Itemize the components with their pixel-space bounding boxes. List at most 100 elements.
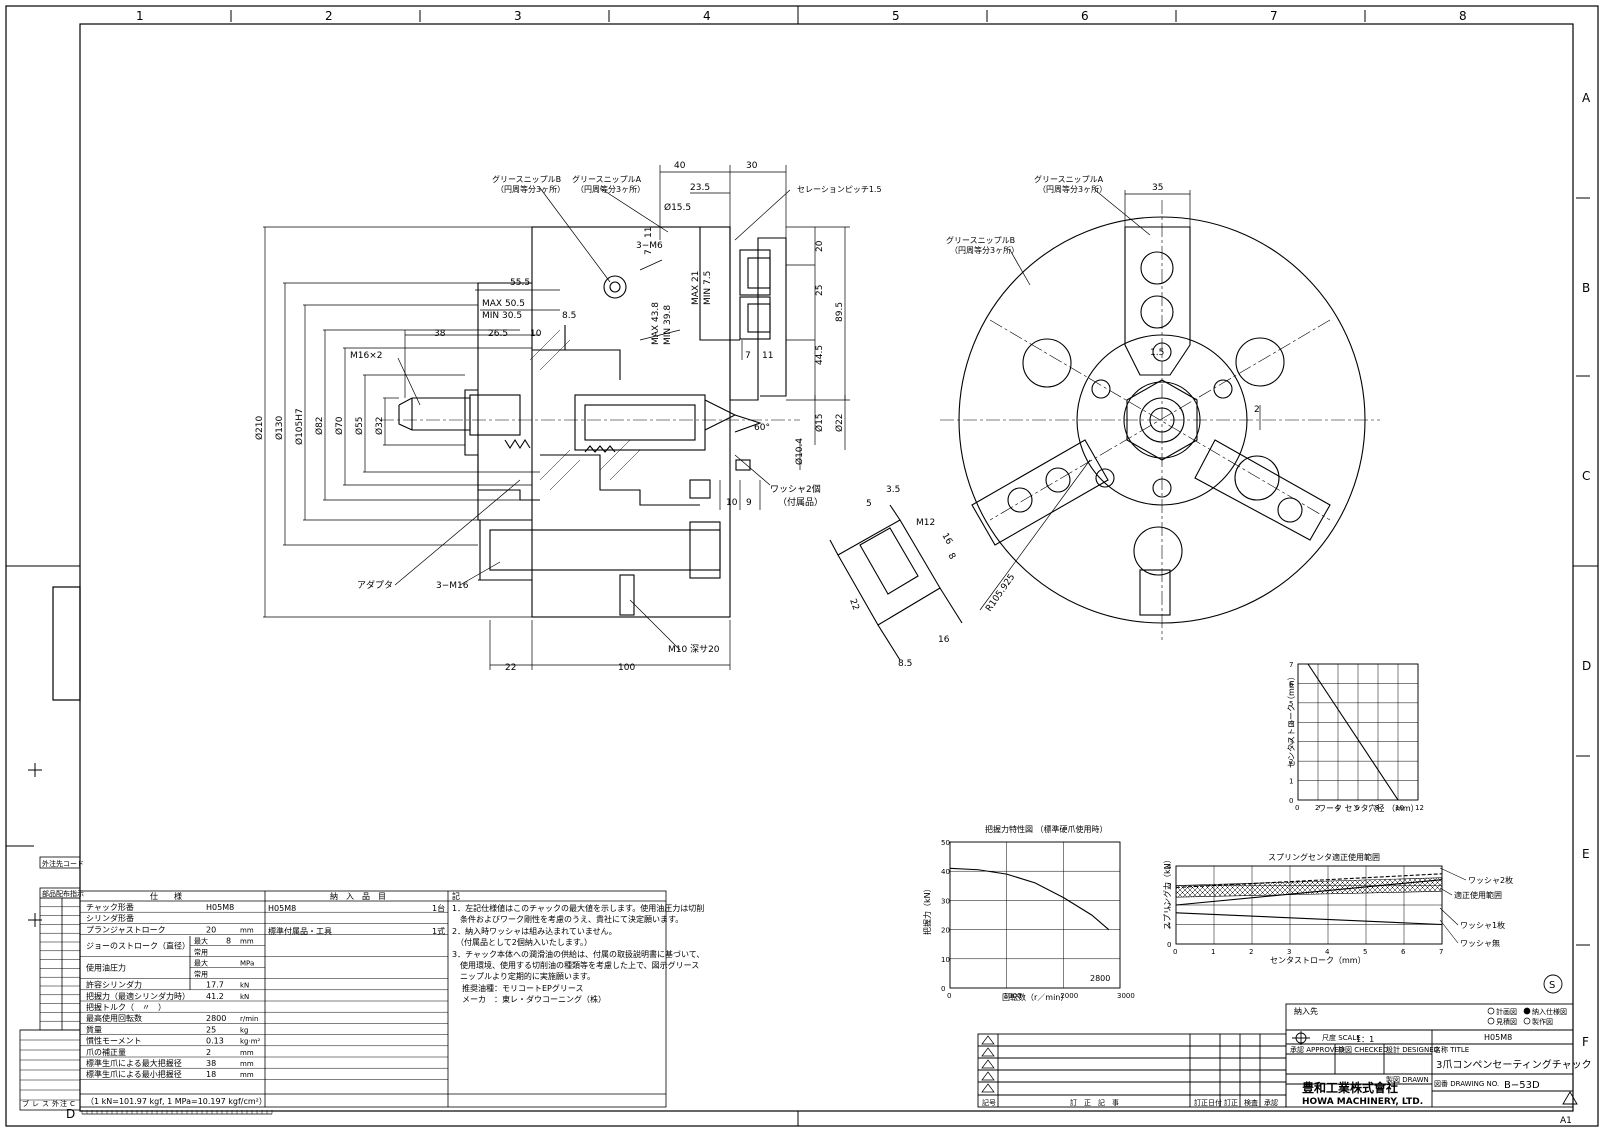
series-line: [1175, 879, 1443, 906]
dim: 40: [674, 161, 686, 171]
dim: 23.5: [690, 183, 710, 193]
label: グリースニップルB: [946, 235, 1015, 245]
dim: Ø55: [354, 416, 365, 435]
dim: 8.5: [562, 311, 576, 321]
col-label: 5: [892, 9, 900, 23]
company-name-jp: 豊和工業株式會社: [1302, 1080, 1398, 1095]
spec-row-label: プランジャストローク: [86, 925, 166, 934]
revision-triangles: [981, 1035, 995, 1093]
spec-row-value: 0.13: [206, 1037, 224, 1046]
dim: 3.5: [886, 485, 900, 495]
delivery-qty: 1台: [432, 903, 445, 913]
col-label: 8: [1459, 9, 1467, 23]
chart3-ylabel: スプリング力（kN）: [1162, 855, 1172, 930]
chart3-legend-0: ワッシャ無: [1460, 938, 1500, 948]
dim: （付属品）: [778, 497, 823, 508]
revision-triangle-icon: [981, 1035, 995, 1045]
spec-row-unit: kg: [240, 1026, 249, 1034]
chart2-xlabel: 回転数（r／min）: [1002, 992, 1068, 1002]
note-line: （付属品として2個納入いたします。）: [452, 937, 592, 947]
title-block-texts: 納入先 計画図 納入仕様図 見積図 製作図 尺度 SCALE 1：1 承認 AP…: [982, 980, 1592, 1107]
spec-header-item: 仕 様: [150, 891, 182, 901]
row-label: E: [1582, 847, 1590, 861]
rev-header: 訂 正 記 事: [1070, 1098, 1119, 1107]
y-tick-label: 7: [1289, 661, 1293, 669]
chart3-legend-range: 適正使用範囲: [1454, 890, 1502, 900]
y-tick-label: 3: [1289, 739, 1293, 747]
spec-row-label: 質量: [86, 1024, 102, 1034]
dim: 60°: [754, 423, 770, 433]
drawn-label: 製図 DRAWN: [1386, 1075, 1429, 1084]
label: （円周等分3ヶ所）: [576, 184, 645, 194]
x-tick-label: 7: [1439, 948, 1443, 956]
y-tick-label: 3: [1167, 883, 1171, 891]
label: グリースニップルA: [1034, 174, 1104, 184]
x-tick-label: 4: [1335, 804, 1340, 812]
revision-triangle-icon: [981, 1071, 995, 1081]
spec-header-delivery: 納 入 品 目: [330, 891, 386, 901]
chart3-xlabel: センタストローク（mm）: [1270, 956, 1366, 965]
spec-row-unit: r/min: [240, 1015, 258, 1023]
spec-row-unit: mm: [240, 938, 254, 946]
spec-row-unit: mm: [240, 926, 254, 934]
spec-row-unit: mm: [240, 1060, 254, 1068]
y-tick-label: 40: [941, 868, 950, 876]
dim: M12: [916, 518, 935, 528]
option: 納入仕様図: [1532, 1007, 1567, 1016]
option: 見積図: [1496, 1017, 1517, 1026]
chart3-legend-1: ワッシャ1枚: [1460, 920, 1505, 930]
y-tick-label: 2: [1289, 758, 1293, 766]
dim: Ø22: [834, 413, 845, 432]
drawing-title: 3爪コンペンセーティングチャック: [1436, 1058, 1592, 1071]
dim: 8.5: [898, 659, 912, 669]
left-panel-grid: [20, 897, 80, 1101]
dim: Ø70: [334, 416, 345, 435]
dim: 20: [815, 240, 825, 252]
spec-row-label: 把握力（最適シリンダ力時）: [86, 991, 190, 1001]
chart1-xlabel: ワーク センタ穴径 （mm）: [1318, 803, 1419, 813]
spec-row-sub: 常用: [194, 970, 208, 979]
dim: 1.5: [1150, 348, 1164, 358]
row-label: B: [1582, 281, 1590, 295]
dim: 16: [938, 635, 950, 645]
spec-row-unit: kN: [240, 993, 249, 1001]
series-line: [1175, 912, 1443, 926]
spec-row-label: ジョーのストローク（直径）: [86, 941, 190, 951]
spec-row-label: 最高使用回転数: [86, 1013, 142, 1023]
x-tick-label: 3: [1287, 948, 1291, 956]
dim: MAX 50.5: [482, 299, 525, 309]
spec-row-value: 20: [206, 925, 216, 934]
note-line: ニップルより定期的に実施願います。: [452, 971, 595, 981]
spec-row-label: 標準生爪による最大把握径: [86, 1058, 182, 1068]
spec-row-label: 把握トルク（ 〃 ）: [86, 1002, 166, 1012]
spec-row-value: 25: [206, 1025, 216, 1034]
chart1-ylabel: センタストローク（mm）: [1287, 672, 1296, 768]
option-checkboxes: [1487, 1007, 1531, 1025]
dim: 7: [644, 249, 654, 255]
spec-row-value: 17.7: [206, 981, 224, 990]
dim: Ø210: [254, 415, 265, 440]
spec-row-unit: kg·m²: [240, 1038, 261, 1046]
rev-header: 承認: [1264, 1098, 1278, 1107]
dimension-texts-side: 40 30 23.5 Ø15.5 55.5 MAX 50.5 MIN 30.5 …: [350, 161, 882, 673]
y-tick-label: 10: [941, 956, 950, 964]
spec-row-label: 爪の補正量: [86, 1047, 126, 1057]
x-tick-label: 8: [1375, 804, 1379, 812]
dim: 35: [1152, 183, 1163, 193]
dim: M16×2: [350, 351, 382, 361]
spring-chart-labels: スプリングセンタ適正使用範囲 センタストローク（mm） スプリング力（kN） ワ…: [1162, 852, 1513, 965]
spec-row-unit: mm: [240, 1071, 254, 1079]
dim: 2: [1254, 405, 1260, 415]
dim: アダプタ: [357, 579, 393, 591]
designed-label: 設計 DESIGNED: [1386, 1045, 1439, 1054]
col-label: 4: [703, 9, 711, 23]
note-line: 3．チャック本体への潤滑油の供給は、付属の取扱説明書に基づいて、: [452, 949, 704, 959]
dim: Ø32: [374, 416, 385, 435]
dim: MIN 7.5: [703, 271, 713, 305]
note-line: 使用環境、使用する切削油の種類等を考慮した上で、図示グリース: [452, 960, 699, 970]
spec-header-note: 記: [452, 891, 460, 901]
y-tick-label: 0: [1289, 797, 1293, 805]
left-panel-bottom: ブ: [22, 1099, 29, 1108]
chart2-title: 把握力特性図 （標準硬爪使用時）: [985, 824, 1108, 834]
